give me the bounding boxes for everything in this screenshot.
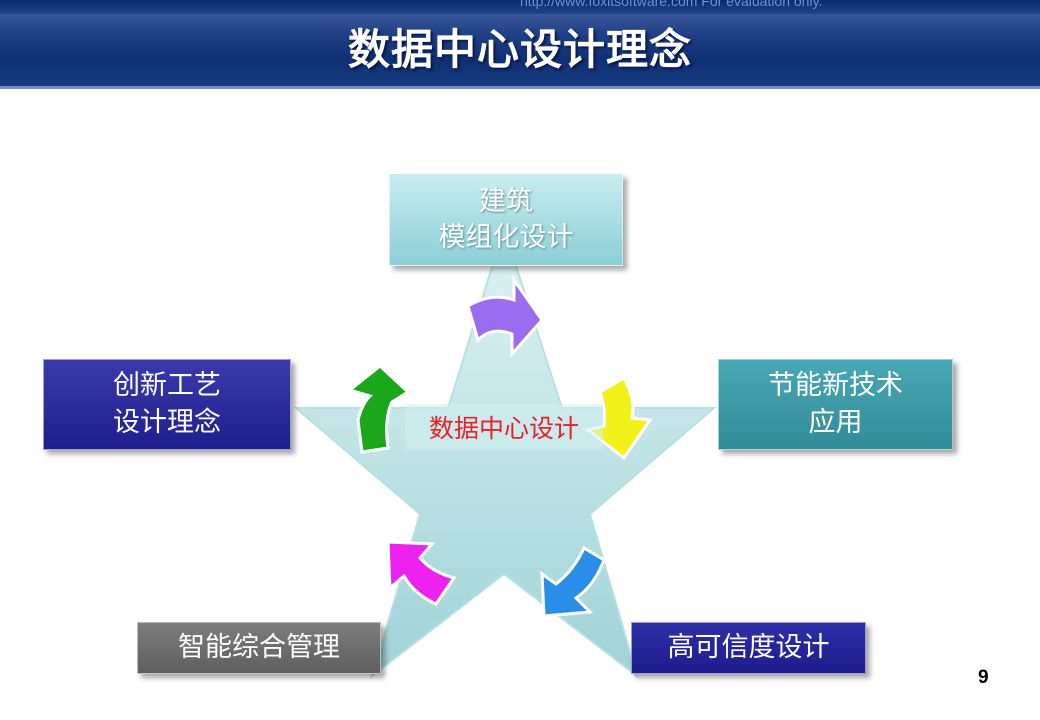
green-arrow — [346, 364, 411, 454]
blue-arrow — [540, 545, 606, 618]
box-top-line2: 模组化设计 — [438, 222, 574, 253]
magenta-arrow — [386, 540, 457, 606]
star-shape — [293, 225, 717, 679]
box-top-line1: 建筑 — [479, 185, 533, 217]
box-bottom-left-label: 智能综合管理 — [178, 631, 340, 663]
box-high-reliability: 高可信度设计 — [631, 622, 866, 674]
page-number: 9 — [978, 667, 989, 688]
purple-arrow — [466, 275, 544, 358]
header-bar: http://www.foxitsoftware.com For evaluat… — [0, 0, 1040, 89]
box-bottom-right-label: 高可信度设计 — [667, 631, 830, 663]
box-right-line2: 应用 — [808, 406, 863, 438]
yellow-arrow — [584, 375, 653, 461]
watermark: http://www.foxitsoftware.com For evaluat… — [520, 0, 823, 9]
box-right-line1: 节能新技术 — [768, 370, 903, 402]
header-stripe — [0, 0, 1040, 14]
box-modular-design: 建筑 模组化设计 — [389, 174, 623, 266]
box-innovative-process: 创新工艺 设计理念 — [43, 359, 291, 450]
box-intelligent-management: 智能综合管理 — [137, 622, 381, 674]
center-label: 数据中心设计 — [405, 404, 603, 450]
box-left-line1: 创新工艺 — [113, 370, 221, 402]
page-title: 数据中心设计理念 — [347, 25, 692, 74]
box-energy-saving: 节能新技术 应用 — [718, 359, 953, 450]
box-left-line2: 设计理念 — [113, 406, 221, 438]
